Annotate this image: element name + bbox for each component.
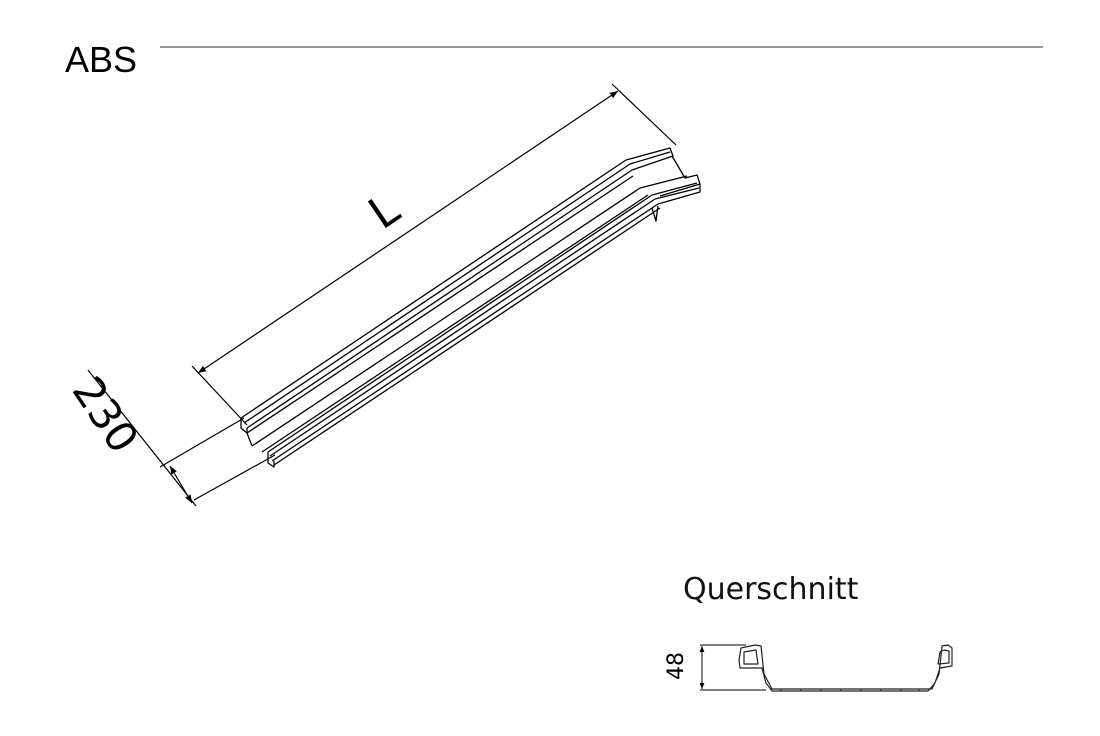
channel-part: [240, 147, 701, 468]
length-dimension: [191, 83, 677, 426]
height-label: 48: [664, 652, 689, 680]
material-title: ABS: [65, 39, 138, 80]
cross-section-title: Querschnitt: [683, 572, 859, 607]
cross-section-profile: [738, 644, 953, 692]
width-dimension: [87, 369, 276, 507]
header-rule: [160, 46, 1043, 48]
